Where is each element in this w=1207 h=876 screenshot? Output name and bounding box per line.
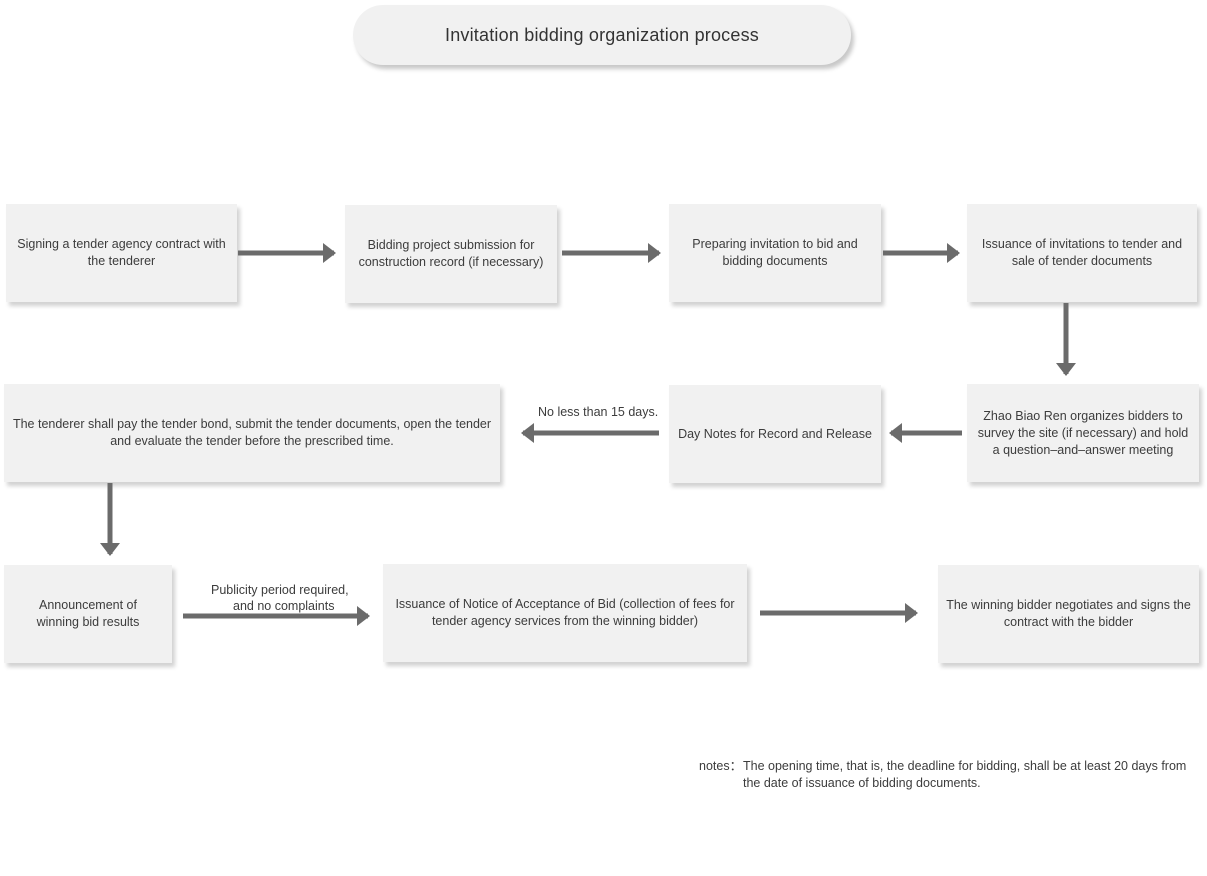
step-site-survey: Zhao Biao Ren organizes bidders to surve… [967, 384, 1199, 482]
edge-label-15-days: No less than 15 days. [538, 405, 659, 419]
edge-label-publicity-1: Publicity period required, [211, 583, 349, 597]
step-preparing-invitation: Preparing invitation to bid and bidding … [669, 204, 881, 302]
notes-tag: notes： [699, 759, 743, 773]
notes-text: The opening time, that is, the deadline … [743, 759, 1187, 790]
step-day-notes: Day Notes for Record and Release [669, 385, 881, 483]
step-announcement: Announcement of winning bid results [4, 565, 172, 663]
step-submission-record: Bidding project submission for construct… [345, 205, 557, 303]
diagram-title: Invitation bidding organization process [353, 5, 851, 65]
step-notice-acceptance: Issuance of Notice of Acceptance of Bid … [383, 564, 747, 662]
edge-label-publicity-2: and no complaints [233, 599, 335, 613]
step-signing-contract: Signing a tender agency contract with th… [6, 204, 237, 302]
step-issuance-invitations: Issuance of invitations to tender and sa… [967, 204, 1197, 302]
step-tender-bond: The tenderer shall pay the tender bond, … [4, 384, 500, 482]
step-winning-bidder: The winning bidder negotiates and signs … [938, 565, 1199, 663]
